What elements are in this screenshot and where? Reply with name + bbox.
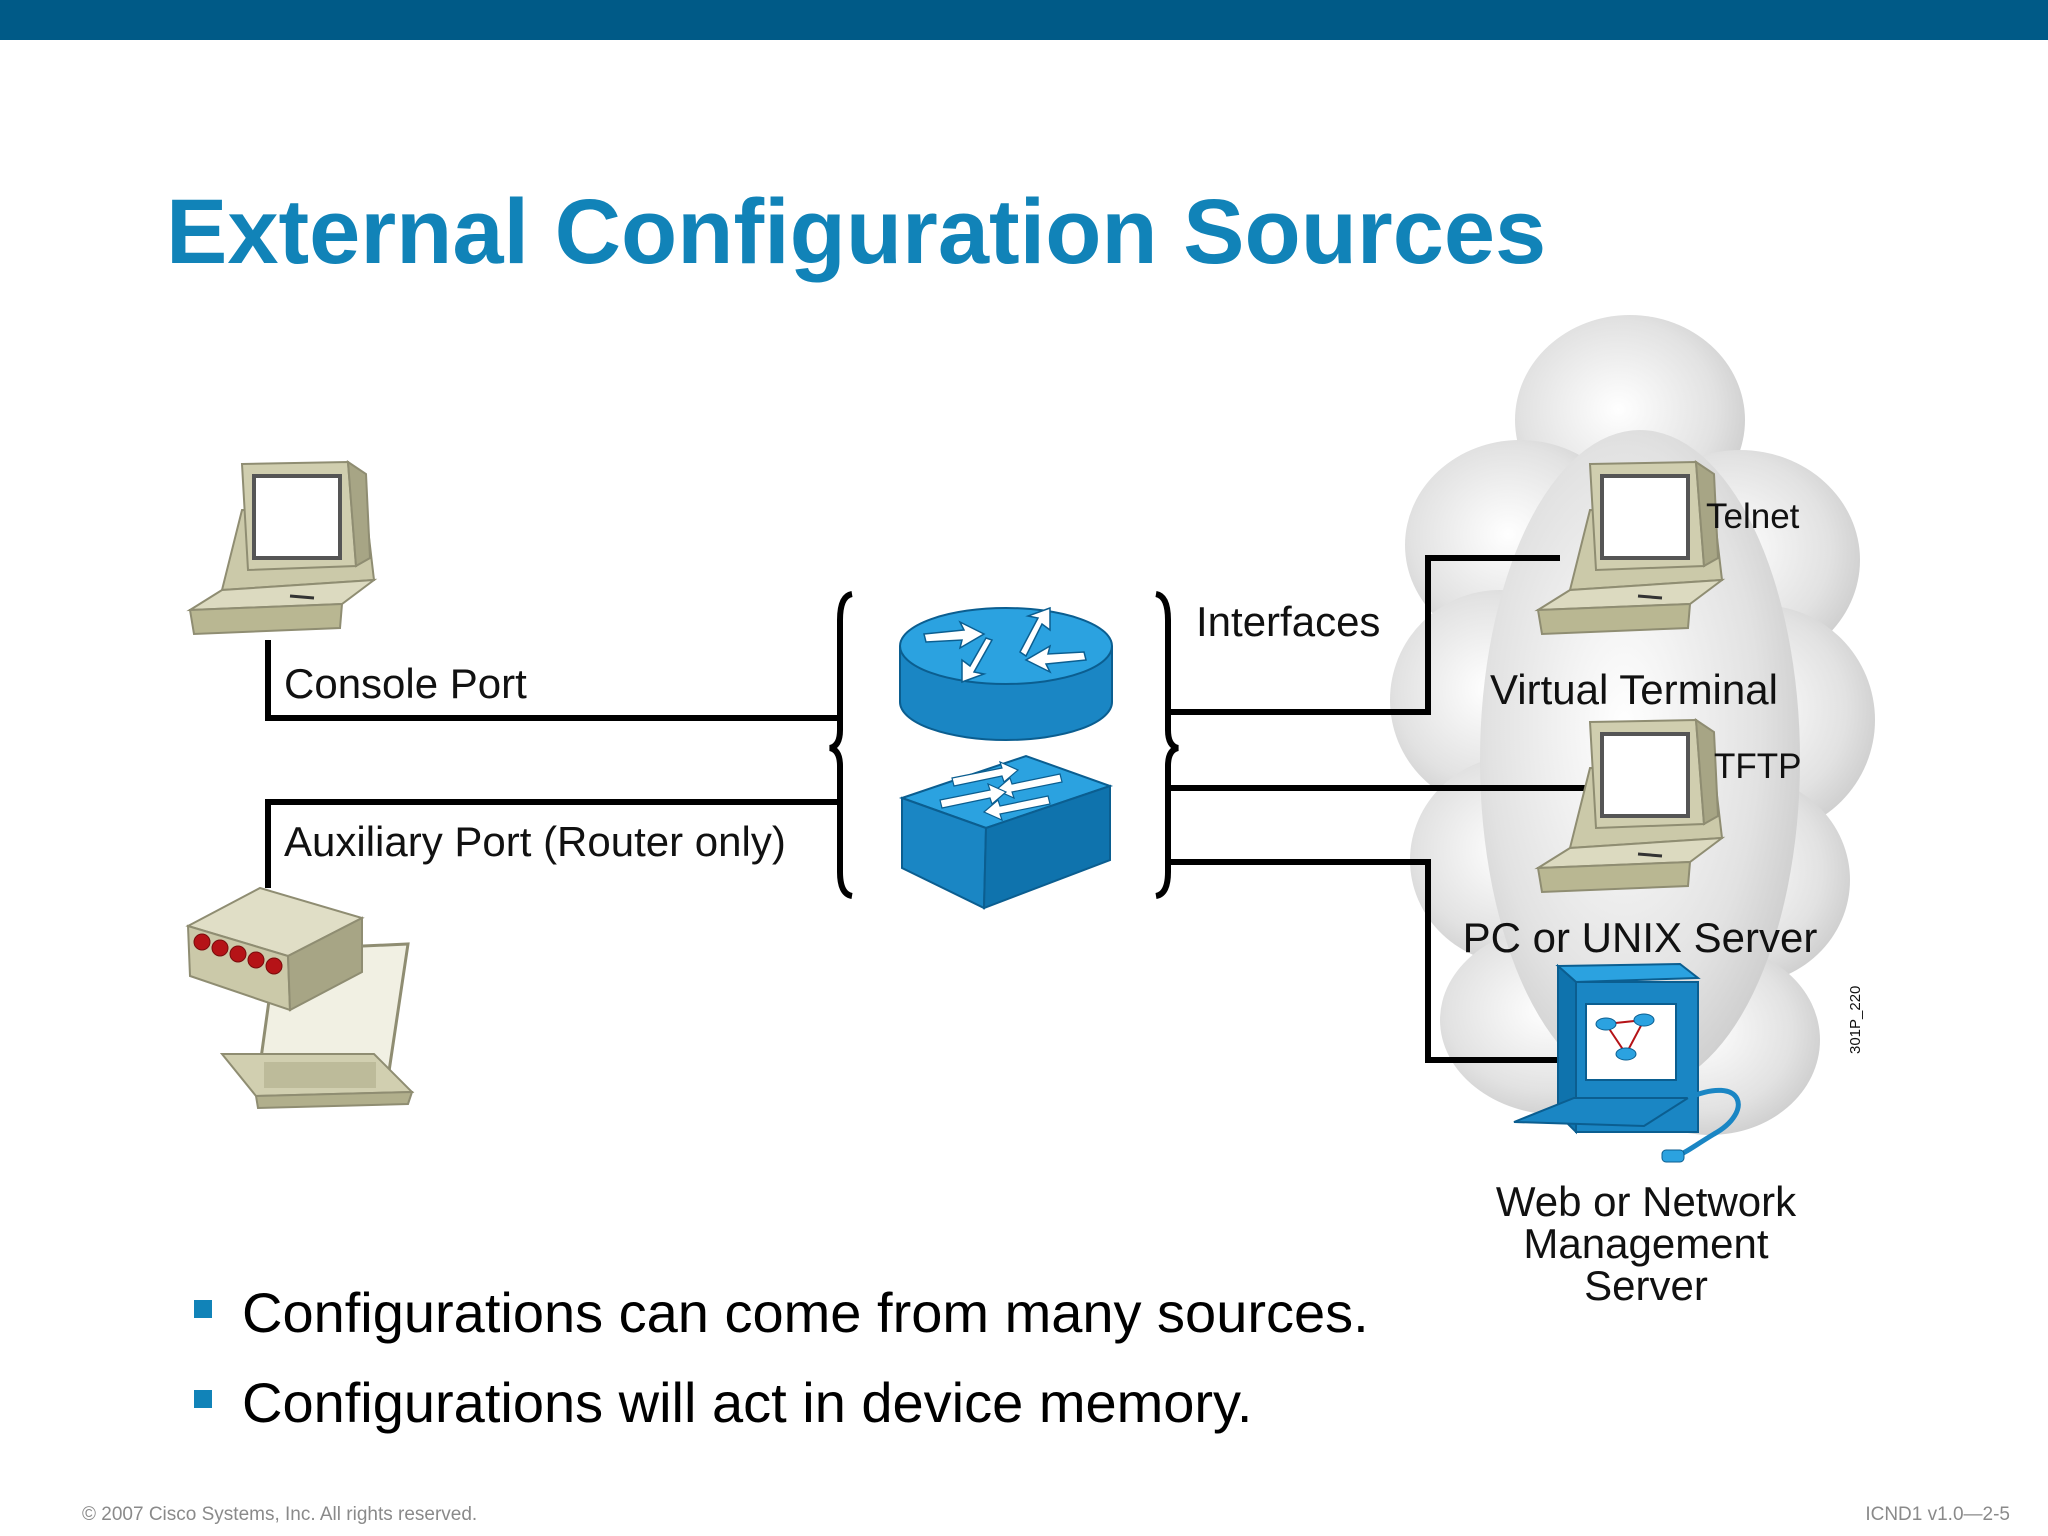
right-brace — [1155, 591, 1179, 899]
bullet-square-icon — [194, 1300, 212, 1318]
web-nms-label-line1: Web or Network — [1496, 1178, 1797, 1225]
bullet-item: Configurations will act in device memory… — [190, 1368, 1369, 1458]
tftp-label: TFTP — [1714, 747, 1801, 786]
network-management-server-icon — [1513, 962, 1741, 1163]
connection-lines — [265, 555, 1590, 1063]
left-brace — [829, 591, 853, 899]
aux-port-label: Auxiliary Port (Router only) — [284, 818, 786, 865]
switch-icon — [898, 754, 1114, 910]
pc-unix-server-label: PC or UNIX Server — [1463, 914, 1818, 961]
console-line — [265, 640, 840, 721]
modem-laptop-icon — [185, 886, 415, 1110]
bullet-list: Configurations can come from many source… — [190, 1278, 1369, 1458]
top-banner — [0, 0, 2048, 40]
interfaces-label: Interfaces — [1196, 598, 1380, 645]
course-id-footer: ICND1 v1.0—2-5 — [1865, 1504, 2010, 1525]
web-nms-label-line3: Server — [1584, 1262, 1708, 1309]
copyright-footer: © 2007 Cisco Systems, Inc. All rights re… — [82, 1504, 478, 1525]
terminal-pc-icon — [1534, 460, 1726, 636]
bullet-text: Configurations can come from many source… — [242, 1281, 1369, 1344]
terminal-pc-icon — [186, 460, 378, 636]
web-nms-label-line2: Management — [1523, 1220, 1768, 1267]
bullet-item: Configurations can come from many source… — [190, 1278, 1369, 1368]
virtual-terminal-label: Virtual Terminal — [1490, 666, 1778, 713]
router-icon — [899, 606, 1113, 741]
bullet-square-icon — [194, 1390, 212, 1408]
bullet-text: Configurations will act in device memory… — [242, 1371, 1253, 1434]
nms-line — [1168, 859, 1562, 1063]
aux-line — [265, 799, 840, 888]
telnet-label: Telnet — [1706, 497, 1800, 536]
vty-line — [1168, 555, 1560, 715]
terminal-pc-icon — [1534, 718, 1726, 894]
console-port-label: Console Port — [284, 660, 527, 707]
figure-id-label: 301P_220 — [1847, 986, 1864, 1054]
slide-title: External Configuration Sources — [166, 181, 1547, 283]
